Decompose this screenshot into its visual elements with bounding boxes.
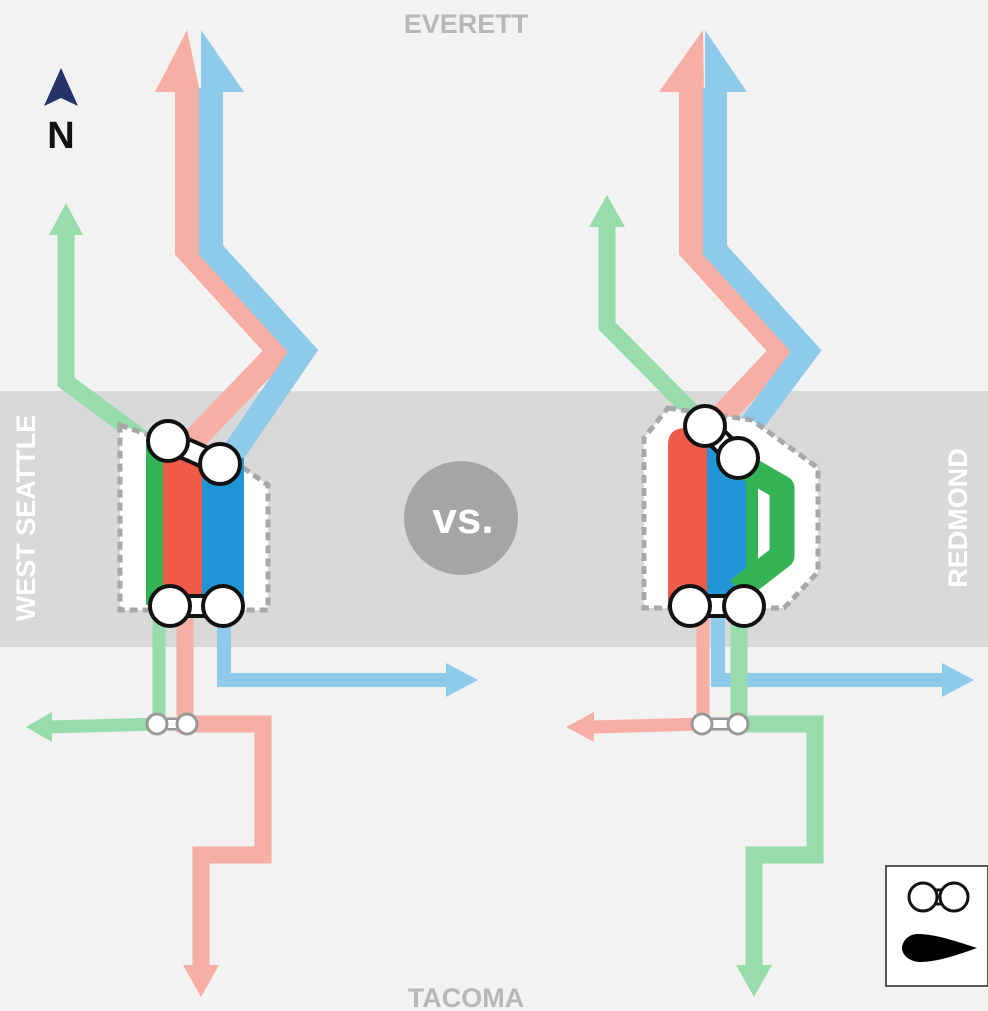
right-blue-north-trunk (703, 88, 822, 453)
right-red-tunnel (668, 428, 708, 606)
left-green-north-arrow (49, 203, 83, 235)
compass-label: N (47, 115, 74, 157)
left-green-west-arrow (26, 712, 52, 742)
right-network (566, 30, 974, 997)
left-transfer-minor-icon (145, 712, 199, 736)
legend-box (885, 865, 988, 987)
compass: N (44, 68, 78, 157)
label-east: REDMOND (943, 448, 973, 588)
left-red-south-leg (176, 606, 272, 970)
label-south: TACOMA (408, 983, 524, 1011)
left-transfer-south-icon (148, 584, 245, 628)
left-blue-east-leg (217, 606, 452, 687)
left-red-north-trunk (175, 88, 296, 457)
right-transfer-north-icon (683, 404, 760, 480)
left-blue-north-trunk (199, 88, 319, 472)
right-red-west-arrow (566, 712, 594, 742)
north-arrow-icon (44, 68, 78, 106)
right-green-north-branch (598, 222, 707, 426)
right-green-north-arrow (589, 195, 625, 227)
right-green-south-arrow (736, 965, 772, 997)
transfer-connector-icon (907, 881, 970, 913)
direction-teardrop-icon (902, 934, 977, 962)
left-transfer-north-icon (146, 419, 242, 486)
versus-badge: vs. (404, 461, 518, 575)
left-red-tunnel (163, 450, 203, 606)
right-green-south-leg (730, 606, 824, 970)
label-west: WEST SEATTLE (11, 415, 41, 622)
left-network (26, 30, 478, 997)
versus-label: vs. (432, 494, 493, 543)
right-blue-east-leg (711, 606, 945, 687)
left-green-tunnel (146, 445, 164, 605)
left-red-north-arrow (155, 30, 200, 92)
label-north: EVERETT (404, 9, 529, 39)
right-red-north-arrow (659, 30, 704, 92)
right-green-loop-fill (746, 470, 758, 590)
right-transfer-minor-icon (690, 712, 750, 736)
left-blue-north-arrow (201, 30, 244, 92)
right-red-north-trunk (679, 88, 800, 434)
left-blue-east-arrow (446, 663, 478, 697)
right-blue-east-arrow (942, 663, 974, 697)
right-blue-north-arrow (705, 30, 747, 92)
left-red-south-arrow (183, 965, 219, 997)
right-transfer-south-icon (668, 584, 766, 628)
